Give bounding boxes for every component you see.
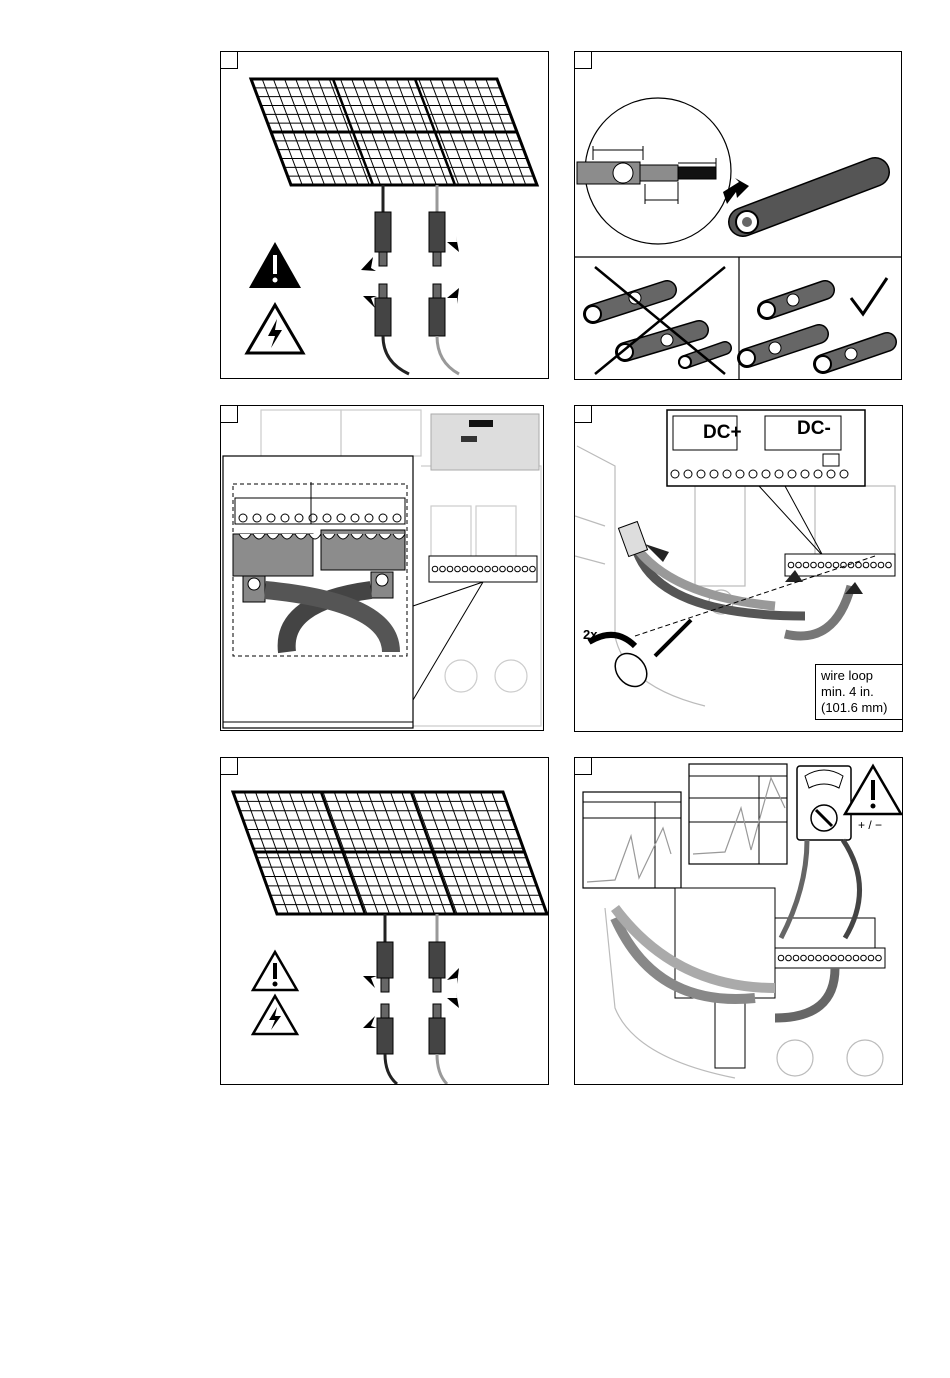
wire-loop-line-2: min. 4 in.: [821, 684, 897, 700]
terminal-strip-right: [429, 556, 537, 582]
stripped-cable: [736, 172, 875, 233]
step-2-illustration: [575, 52, 902, 380]
wire-loop-line-1: wire loop: [821, 668, 897, 684]
step-6-panel: + / −: [574, 757, 903, 1085]
wire-loop-line-3: (101.6 mm): [821, 700, 897, 716]
warning-icon: [845, 766, 901, 814]
dc-plus-label: DC+: [703, 422, 742, 444]
dc-minus-label: DC-: [797, 418, 831, 440]
mc4-connector-top-left: [375, 212, 391, 266]
voltage-label-right: [689, 764, 787, 864]
solar-cells-grid: [254, 79, 533, 185]
step-5-illustration: [221, 758, 549, 1085]
warning-icon: [253, 952, 297, 990]
step-3-panel: [220, 405, 544, 731]
polarity-label: + / −: [858, 818, 882, 832]
mc4-connector-top-right: [429, 212, 445, 266]
twice-label: 2x: [583, 627, 597, 642]
screwdriver-icon: [609, 647, 654, 693]
step-1-panel: [220, 51, 549, 379]
warning-icon: [249, 242, 301, 288]
step-2-panel: [574, 51, 902, 380]
mc4-connector-bottom-right: [429, 284, 445, 336]
checkmark-icon: [851, 278, 887, 314]
incorrect-stripping-examples: [585, 267, 725, 374]
step-3-illustration: [221, 406, 544, 731]
electric-hazard-icon: [253, 996, 297, 1034]
step-6-illustration: [575, 758, 903, 1085]
step-1-illustration: [221, 52, 549, 379]
electric-hazard-icon: [247, 305, 303, 353]
correct-stripping-examples: [739, 278, 887, 372]
mc4-connector-bottom-left: [375, 284, 391, 336]
wire-loop-note: wire loop min. 4 in. (101.6 mm): [815, 664, 903, 720]
step-4-panel: DC+ DC- 2x wire loop min. 4 in. (101.6 m…: [574, 405, 903, 732]
step-5-panel: [220, 757, 549, 1085]
